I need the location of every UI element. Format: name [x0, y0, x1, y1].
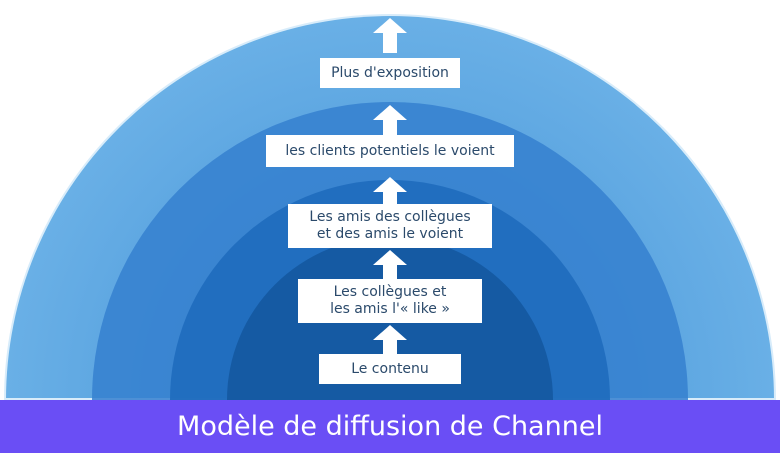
level-label: Le contenu [351, 360, 429, 377]
level-box-clients: les clients potentiels le voient [266, 135, 514, 167]
diagram-title: Modèle de diffusion de Channel [177, 411, 603, 442]
level-label: Les collègues et [333, 284, 447, 300]
footer-banner: Modèle de diffusion de Channel [0, 400, 780, 453]
level-box-content: Le contenu [319, 354, 461, 384]
level-label: les clients potentiels le voient [285, 142, 495, 159]
level-label: et des amis le voient [316, 226, 464, 242]
level-label: Les amis des collègues [309, 209, 471, 225]
level-label: Plus d'exposition [331, 64, 449, 81]
level-label: les amis l'« like » [330, 301, 450, 317]
level-box-exposure: Plus d'exposition [320, 58, 460, 88]
